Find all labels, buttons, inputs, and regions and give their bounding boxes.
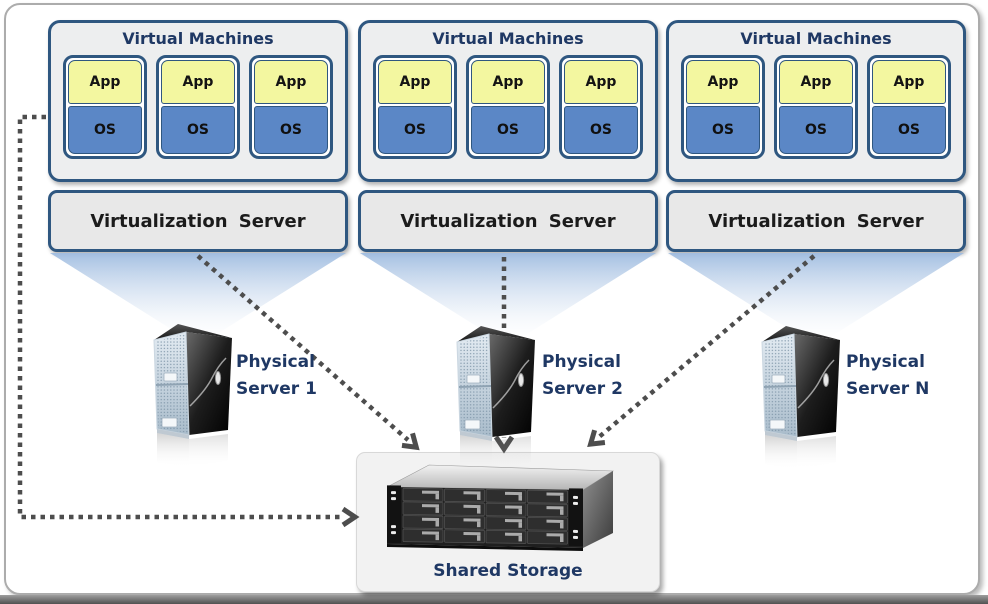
vm-card: App OS [867, 55, 951, 159]
physical-server-label-line1: Physical [236, 352, 315, 372]
vm-card: App OS [466, 55, 550, 159]
vm-card: App OS [156, 55, 240, 159]
physical-server-label-line2: Server 1 [236, 379, 317, 399]
vm-os-layer: OS [686, 106, 760, 154]
vm-app-layer: App [564, 60, 638, 104]
vm-card: App OS [249, 55, 333, 159]
vm-app-layer: App [779, 60, 853, 104]
vm-os-layer: OS [161, 106, 235, 154]
vm-app-layer: App [254, 60, 328, 104]
vm-app-layer: App [161, 60, 235, 104]
vm-group-title: Virtual Machines [122, 29, 274, 48]
vm-card: App OS [63, 55, 147, 159]
vm-group-3: Virtual Machines App OS App OS App OS [666, 20, 966, 182]
vm-os-layer: OS [254, 106, 328, 154]
vm-app-layer: App [471, 60, 545, 104]
vm-app-layer: App [872, 60, 946, 104]
vm-card: App OS [373, 55, 457, 159]
shared-storage-icon [386, 464, 614, 551]
vm-card: App OS [774, 55, 858, 159]
shared-storage-label: Shared Storage [433, 561, 583, 581]
physical-server-label-line2: Server N [846, 379, 930, 399]
virtualization-server-2: Virtualization Server [358, 190, 658, 252]
physical-server-label-line1: Physical [542, 352, 621, 372]
physical-server-label-line2: Server 2 [542, 379, 623, 399]
physical-server-label-1: Physical Server 1 [236, 349, 317, 403]
virtualization-server-1: Virtualization Server [48, 190, 348, 252]
physical-server-icon-3 [761, 325, 841, 470]
vm-app-layer: App [686, 60, 760, 104]
vm-group-2: Virtual Machines App OS App OS App OS [358, 20, 658, 182]
vm-card-row: App OS App OS App OS [669, 48, 963, 159]
vm-card: App OS [681, 55, 765, 159]
physical-server-label-2: Physical Server 2 [542, 349, 623, 403]
physical-server-icon-1 [153, 323, 233, 468]
vm-os-layer: OS [68, 106, 142, 154]
vm-os-layer: OS [471, 106, 545, 154]
physical-server-label-line1: Physical [846, 352, 925, 372]
vm-card-row: App OS App OS App OS [361, 48, 655, 159]
shared-storage-panel: Shared Storage [356, 452, 660, 592]
vm-app-layer: App [68, 60, 142, 104]
vm-card: App OS [559, 55, 643, 159]
vm-os-layer: OS [378, 106, 452, 154]
virtualization-server-3: Virtualization Server [666, 190, 966, 252]
vm-group-title: Virtual Machines [432, 29, 584, 48]
vm-app-layer: App [378, 60, 452, 104]
physical-server-label-3: Physical Server N [846, 349, 929, 403]
vm-card-row: App OS App OS App OS [51, 48, 345, 159]
bottom-shadow-band [0, 595, 988, 604]
vm-os-layer: OS [564, 106, 638, 154]
vm-os-layer: OS [872, 106, 946, 154]
vm-os-layer: OS [779, 106, 853, 154]
vm-group-1: Virtual Machines App OS App OS App OS [48, 20, 348, 182]
vm-group-title: Virtual Machines [740, 29, 892, 48]
physical-server-icon-2 [456, 325, 536, 470]
